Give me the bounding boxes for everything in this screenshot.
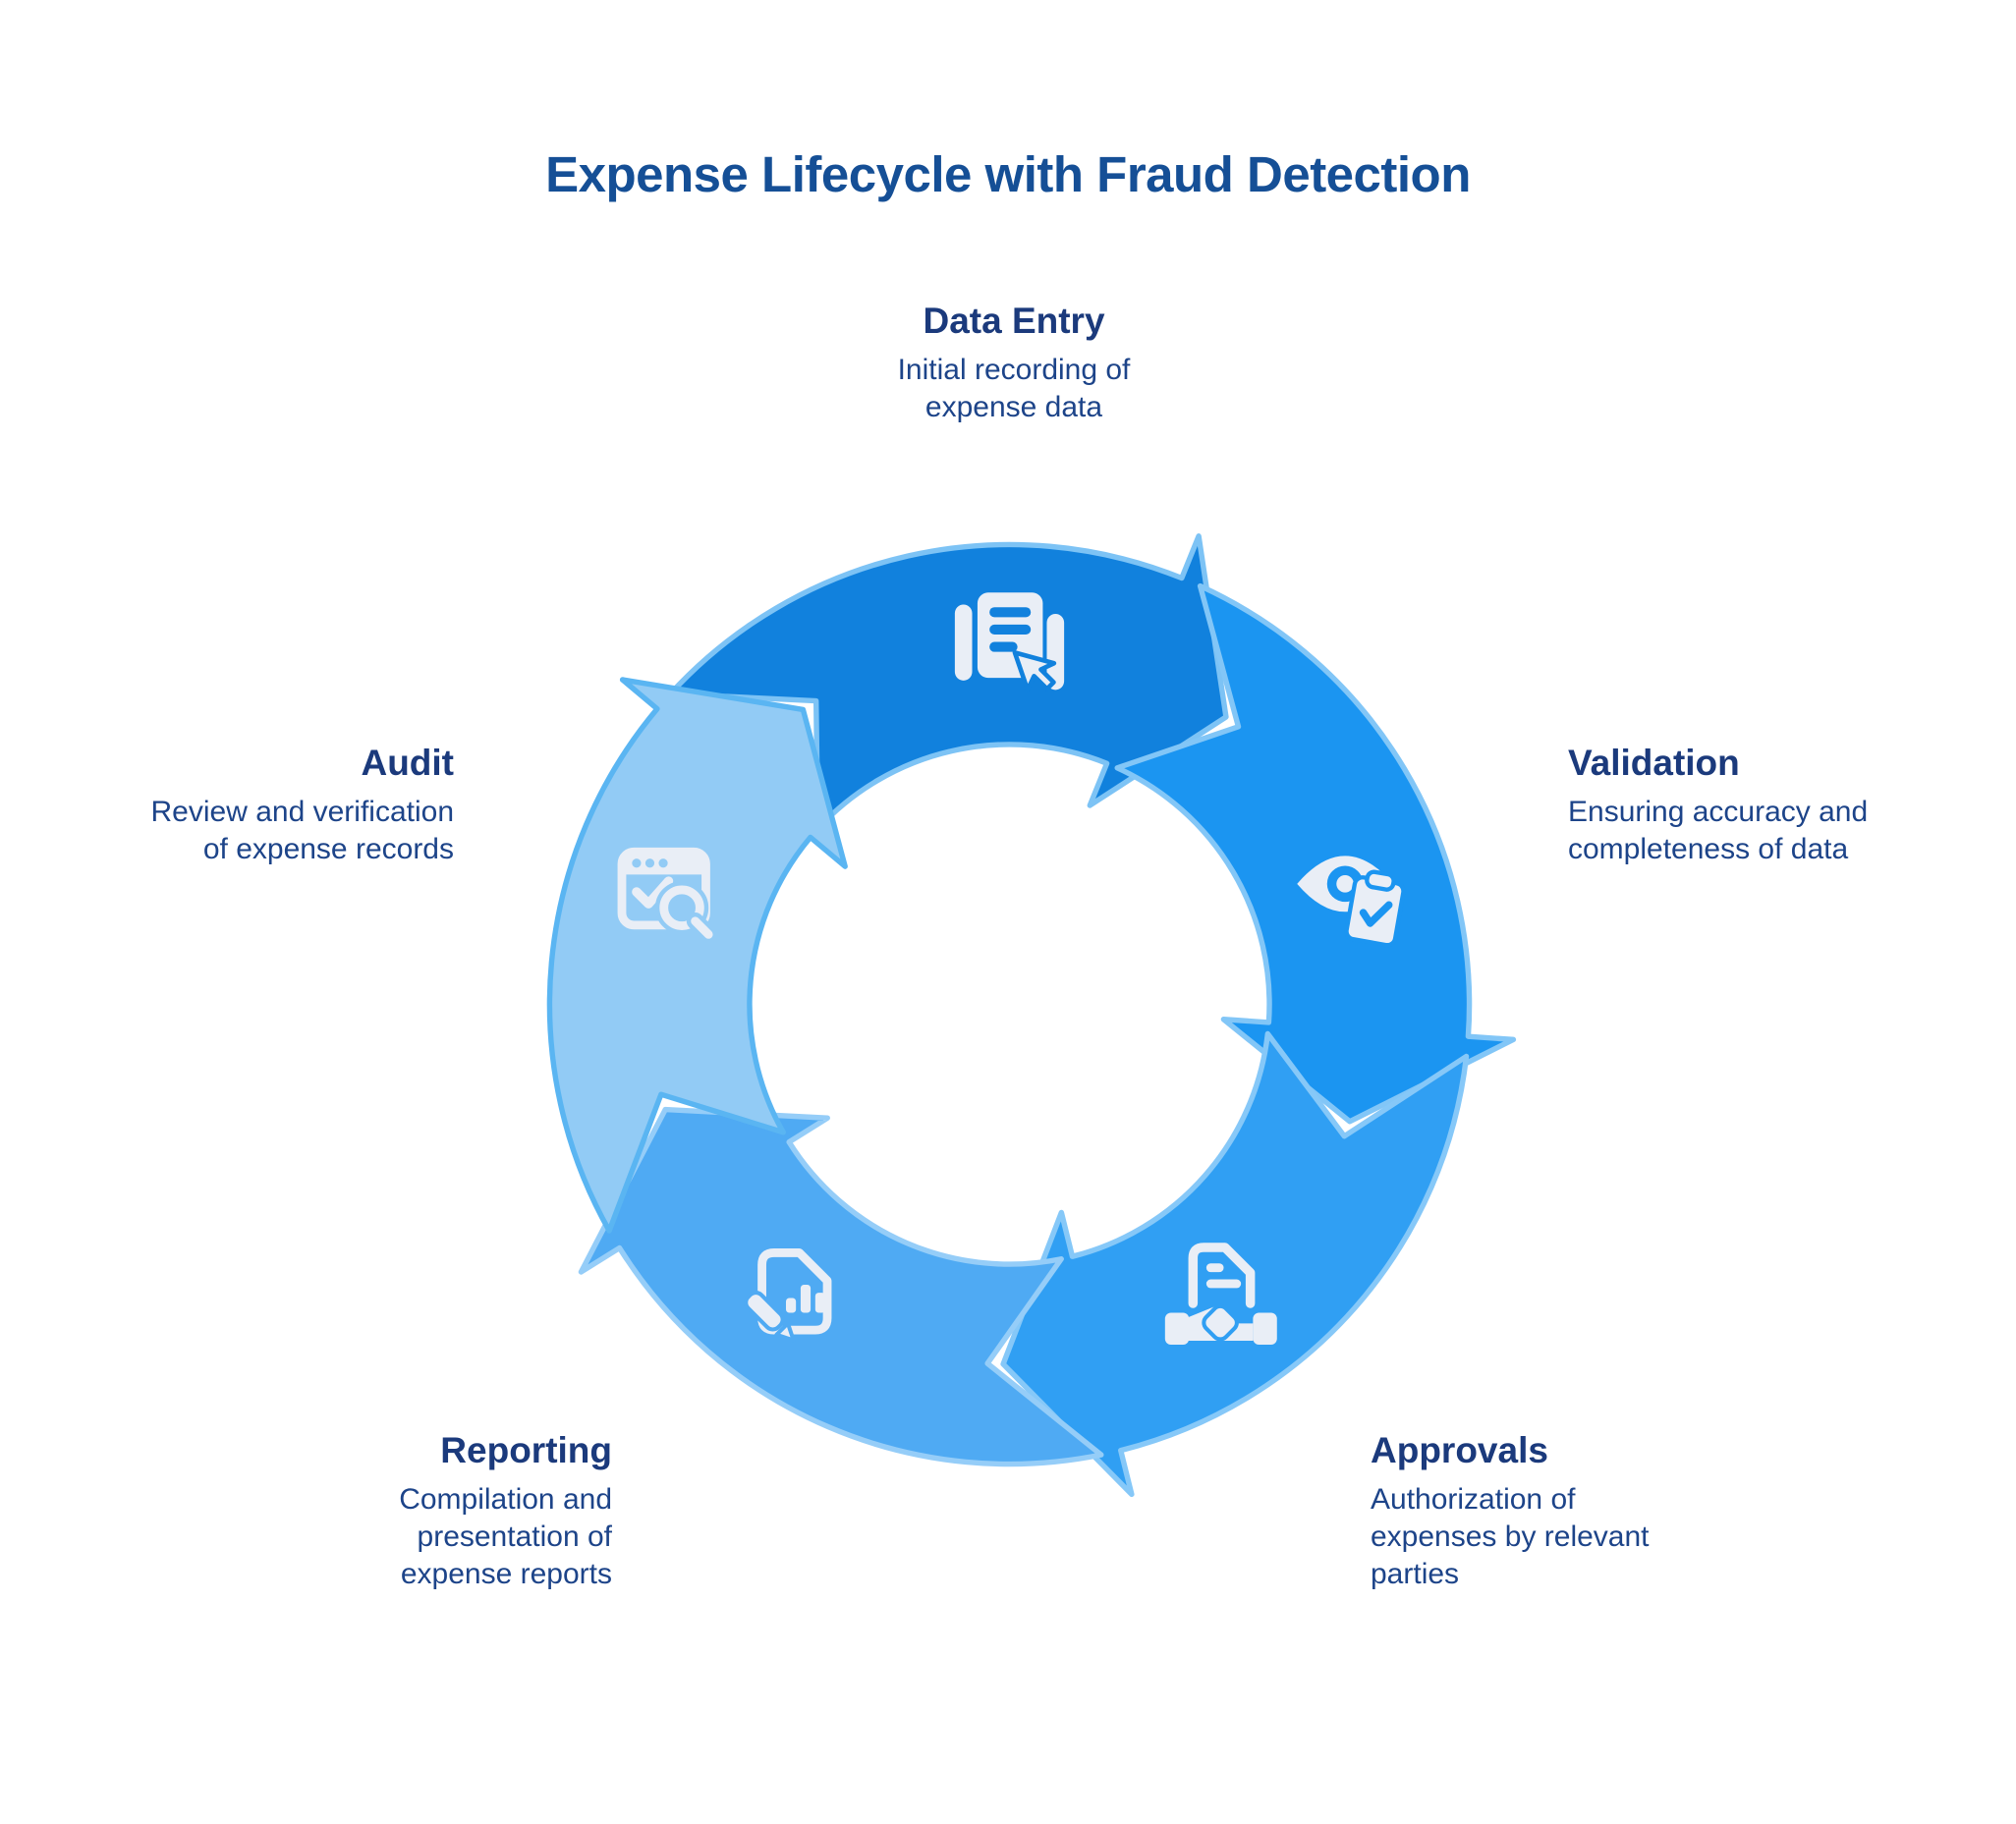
eye-clipboard-icon	[1297, 856, 1406, 948]
stage-label-reporting: Reporting Compilation and presentation o…	[180, 1428, 612, 1593]
stage-description: Compilation and presentation of expense …	[399, 1483, 612, 1590]
document-handshake-icon	[1164, 1243, 1277, 1346]
stage-description: Review and verification of expense recor…	[150, 796, 454, 865]
segment-audit	[546, 677, 848, 1234]
segment-data-entry	[667, 533, 1229, 832]
stage-description: Ensuring accuracy and completeness of da…	[1568, 796, 1869, 865]
stage-name: Validation	[1568, 743, 1740, 783]
browser-search-icon	[617, 847, 717, 944]
segment-approvals	[1000, 1030, 1470, 1498]
stage-name: Data Entry	[923, 301, 1105, 341]
segment-validation	[1114, 582, 1517, 1125]
stage-name: Reporting	[440, 1430, 612, 1470]
stage-label-approvals: Approvals Authorization of expenses by r…	[1371, 1428, 1803, 1593]
segment-reporting	[578, 1106, 1104, 1467]
page-title: Expense Lifecycle with Fraud Detection	[545, 146, 1471, 202]
stage-description: Initial recording of expense data	[897, 354, 1131, 423]
form-cursor-icon	[954, 592, 1065, 692]
stage-label-data-entry: Data Entry Initial recording of expense …	[749, 299, 1279, 426]
stage-description: Authorization of expenses by relevant pa…	[1371, 1483, 1650, 1590]
stage-name: Approvals	[1371, 1430, 1548, 1470]
report-pencil-icon	[744, 1248, 832, 1343]
stage-name: Audit	[361, 743, 454, 783]
stage-label-validation: Validation Ensuring accuracy and complet…	[1568, 741, 2000, 868]
stage-label-audit: Audit Review and verification of expense…	[22, 741, 454, 868]
cycle-diagram	[546, 533, 1517, 1498]
